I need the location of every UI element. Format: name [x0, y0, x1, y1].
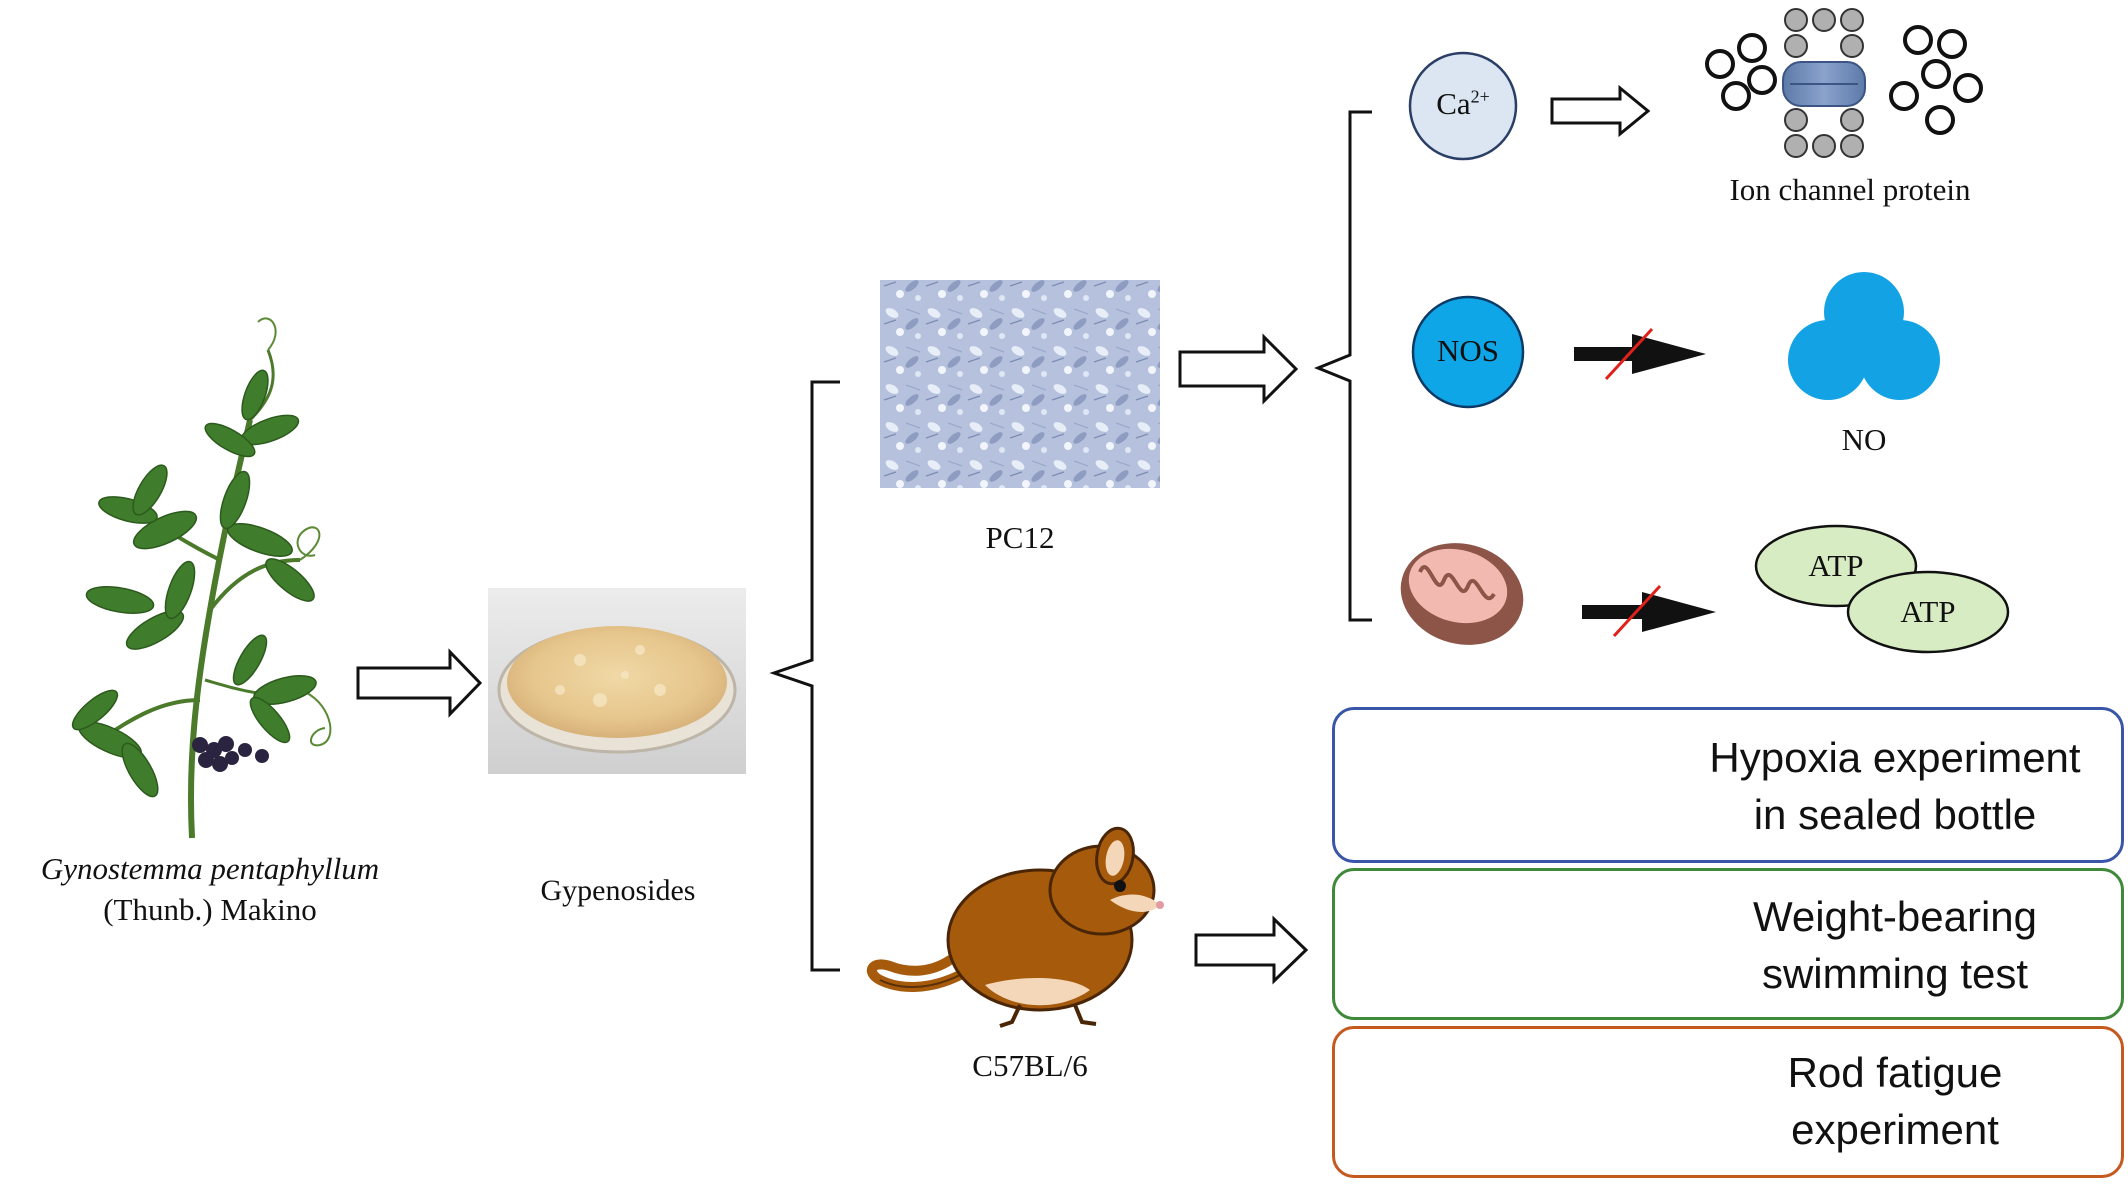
mouse-illustration	[867, 826, 1164, 1028]
hypoxia-experiment-box: Hypoxia experiment in sealed bottle	[1332, 707, 2124, 863]
calcium-charge: 2+	[1470, 86, 1490, 107]
rod-line-2: experiment	[1791, 1105, 1999, 1153]
no-molecule-icon	[1788, 272, 1940, 400]
ion-channel-label: Ion channel protein	[1729, 172, 1971, 207]
calcium-ion-label: Ca2+	[1410, 86, 1516, 122]
swimming-line-1: Weight-bearing	[1752, 893, 2038, 940]
gypenosides-powder-image	[488, 588, 746, 774]
atp-label-1: ATP	[1808, 548, 1864, 583]
nos-circle	[1411, 295, 1525, 409]
blocked-arrow-mito-to-atp	[1582, 584, 1716, 638]
mouse-label: C57BL/6	[972, 1048, 1088, 1083]
arrow-mouse-to-experiments	[1194, 915, 1309, 985]
hypoxia-experiment-text: Hypoxia experiment in sealed bottle	[1675, 730, 2115, 843]
plant-species-name: Gynostemma pentaphyllum	[40, 851, 380, 886]
calcium-ion-circle	[1408, 51, 1518, 161]
pc12-label: PC12	[985, 520, 1055, 555]
rod-fatigue-text: Rod fatigue experiment	[1675, 1045, 2115, 1158]
atp-label-2: ATP	[1900, 594, 1956, 629]
swimming-test-box: Weight-bearing swimming test	[1332, 868, 2124, 1020]
atp-ellipse-2	[1846, 570, 2010, 654]
mitochondrion-icon	[1400, 543, 1524, 645]
hypoxia-line-2: in sealed bottle	[1753, 790, 2037, 838]
nos-label: NOS	[1436, 333, 1499, 368]
rod-fatigue-box: Rod fatigue experiment	[1332, 1026, 2124, 1178]
ion-channel-protein-icon	[1705, 8, 1983, 158]
blocked-arrow-nos-to-no	[1574, 327, 1706, 381]
powder-label: Gypenosides	[540, 874, 696, 907]
plant-illustration	[71, 317, 332, 839]
no-label: NO	[1841, 422, 1887, 457]
arrow-plant-to-powder	[356, 648, 483, 718]
arrow-pc12-to-mechanisms	[1178, 333, 1299, 405]
main-bracket	[769, 380, 840, 972]
mechanism-bracket	[1314, 110, 1372, 622]
calcium-symbol: Ca	[1436, 86, 1471, 121]
swimming-line-2: swimming test	[1761, 949, 2029, 997]
hypoxia-line-1: Hypoxia experiment	[1709, 734, 2081, 781]
plant-authority: (Thunb.) Makino	[103, 892, 317, 927]
arrow-calcium-to-channel	[1550, 84, 1651, 138]
swimming-test-text: Weight-bearing swimming test	[1675, 889, 2115, 1002]
pc12-micrograph-image	[880, 280, 1160, 488]
plant-label: Gynostemma pentaphyllum (Thunb.) Makino	[0, 848, 420, 930]
rod-line-1: Rod fatigue	[1787, 1049, 2003, 1096]
